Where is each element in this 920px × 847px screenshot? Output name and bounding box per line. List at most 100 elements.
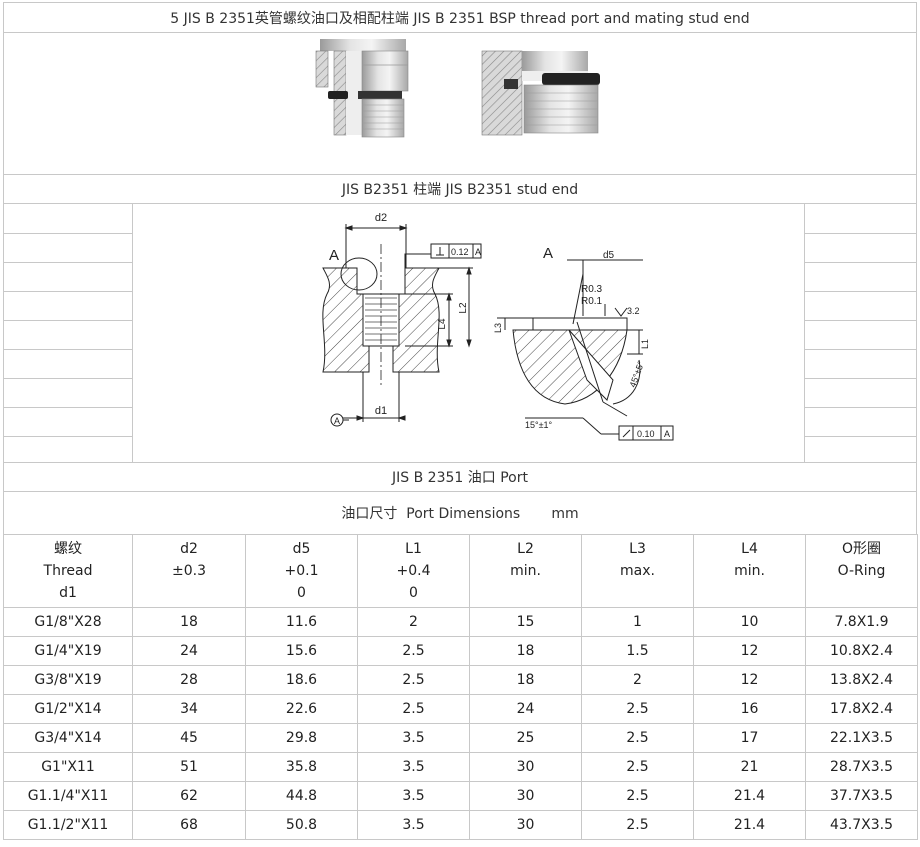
column-header: L3 max. [581, 534, 694, 608]
table-cell: 45 [132, 723, 246, 753]
label-l3: L3 [493, 323, 503, 333]
label-l4: L4 [437, 318, 448, 330]
label-d1: d1 [375, 405, 387, 417]
column-header-line [806, 582, 917, 604]
table-cell: 51 [132, 752, 246, 782]
column-header-line: d1 [59, 585, 77, 601]
table-cell: 2.5 [357, 636, 470, 666]
table-cell: 17.8X2.4 [805, 694, 918, 724]
column-header-line: max. [620, 563, 655, 579]
label-r01: R0.1 [581, 296, 603, 307]
label-datum-a-left: A [329, 247, 339, 264]
table-cell: 3.5 [357, 723, 470, 753]
table-cell: 3.5 [357, 810, 470, 840]
column-header-line: L3 [629, 541, 646, 557]
table-cell: 18 [469, 636, 582, 666]
label-angle-45: 45°±5° [627, 359, 646, 388]
port-section-view [322, 224, 482, 427]
table-cell: G1/4"X19 [3, 636, 133, 666]
column-header-line: L1 [405, 541, 422, 557]
table-cell: 28 [132, 665, 246, 695]
table-cell: G1.1/4"X11 [3, 781, 133, 811]
table-cell: 2.5 [581, 810, 694, 840]
table-cell: G3/8"X19 [3, 665, 133, 695]
column-header-line: L4 [741, 541, 758, 557]
column-header-line [133, 582, 245, 604]
table-cell: 30 [469, 810, 582, 840]
column-header-line [694, 582, 805, 604]
column-header-line: O形圈 [841, 541, 882, 557]
margin-grid-lines [4, 204, 132, 462]
label-angle-15: 15°±1° [525, 420, 553, 430]
table-cell: 15 [469, 607, 582, 637]
tolerance-runout-datum: A [664, 429, 670, 439]
column-header-line: d2 [180, 541, 198, 557]
drawing-right-margin [804, 203, 917, 463]
table-cell: 16 [693, 694, 806, 724]
tolerance-datum-a: A [475, 247, 481, 257]
column-header: d2 ±0.3 [132, 534, 246, 608]
fitting-illustrations [315, 39, 600, 138]
technical-drawing-panel: d2 d1 A A L4 L2 0.12 A [132, 203, 805, 463]
table-cell: 18 [469, 665, 582, 695]
table-cell: G1/2"X14 [3, 694, 133, 724]
port-technical-drawing: d2 d1 A A L4 L2 0.12 A [322, 212, 674, 441]
column-header-line [582, 582, 693, 604]
column-header-line [470, 582, 581, 604]
table-cell: 22.1X3.5 [805, 723, 918, 753]
table-cell: 12 [693, 636, 806, 666]
tolerance-perpendicularity: 0.12 [451, 247, 469, 257]
column-header-line: O-Ring [837, 563, 886, 579]
section3-subtitle: 油口尺寸 Port Dimensions mm [3, 491, 917, 535]
table-cell: 2.5 [581, 752, 694, 782]
table-cell: G1"X11 [3, 752, 133, 782]
table-cell: 2 [581, 665, 694, 695]
table-cell: 11.6 [245, 607, 358, 637]
table-cell: 22.6 [245, 694, 358, 724]
label-l2: L2 [458, 302, 469, 314]
table-cell: 12 [693, 665, 806, 695]
table-cell: 50.8 [245, 810, 358, 840]
table-cell: 2.5 [581, 723, 694, 753]
table-cell: 2.5 [581, 694, 694, 724]
table-cell: 21 [693, 752, 806, 782]
table-cell: 34 [132, 694, 246, 724]
table-cell: 2.5 [357, 694, 470, 724]
table-cell: 10.8X2.4 [805, 636, 918, 666]
table-cell: 35.8 [245, 752, 358, 782]
label-l1: L1 [640, 339, 650, 349]
table-cell: G1/8"X28 [3, 607, 133, 637]
column-header-line: +0.1 [284, 563, 319, 579]
table-cell: 44.8 [245, 781, 358, 811]
table-cell: 43.7X3.5 [805, 810, 918, 840]
spec-sheet: 5 JIS B 2351英管螺纹油口及相配柱端 JIS B 2351 BSP t… [3, 2, 918, 843]
roughness-value: 3.2 [627, 306, 640, 316]
column-header-line: 0 [409, 585, 418, 601]
table-cell: 2 [357, 607, 470, 637]
table-cell: 10 [693, 607, 806, 637]
table-cell: 21.4 [693, 810, 806, 840]
stud-end-fitting-illustration-1 [315, 39, 409, 138]
table-cell: 30 [469, 781, 582, 811]
spotface-detail-view [497, 259, 674, 441]
table-cell: 25 [469, 723, 582, 753]
label-d2: d2 [375, 212, 387, 224]
table-cell: 2.5 [357, 665, 470, 695]
column-header-line: ±0.3 [172, 563, 206, 579]
column-header-line: min. [734, 563, 765, 579]
table-cell: G3/4"X14 [3, 723, 133, 753]
label-d5: d5 [603, 250, 615, 261]
label-datum-a-right: A [543, 245, 553, 262]
table-cell: 29.8 [245, 723, 358, 753]
table-cell: 7.8X1.9 [805, 607, 918, 637]
